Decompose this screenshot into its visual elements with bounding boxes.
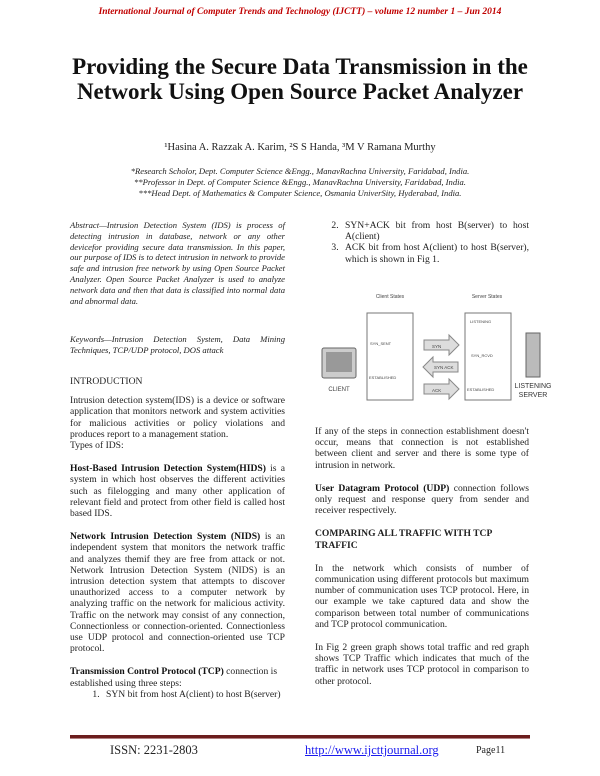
step-3: ACK bit from host A(client) to host B(se… [341, 242, 529, 264]
client-label: CLIENT [328, 387, 350, 393]
udp-text: connection follows only request and resp… [315, 482, 529, 517]
affiliation: *Research Scholor, Dept. Computer Scienc… [130, 166, 470, 176]
abstract: Abstract—Intrusion Detection System (IDS… [70, 220, 285, 306]
synack-arrow [422, 355, 459, 379]
client-screen-icon [326, 352, 352, 372]
nids-text: is an independent system that monitors t… [70, 531, 285, 655]
fig2-paragraph: In Fig 2 green graph shows total traffic… [315, 642, 529, 687]
tcp-handshake-figure: Client States Server States SYN_SENT EST… [321, 294, 552, 401]
syn-rcvd-label: SYN_RCVD [471, 353, 493, 358]
left-column: Abstract—Intrusion Detection System (IDS… [70, 220, 285, 700]
affiliation: ***Head Dept. of Mathematics & Computer … [138, 188, 462, 198]
syn-arrow [423, 333, 460, 357]
client-established-label: ESTABLISHED [369, 375, 396, 380]
synack-arrow-label: SYN ACK [434, 365, 454, 370]
intro-text: Intrusion detection system(IDS) is a dev… [70, 395, 285, 440]
affiliations: *Research Scholor, Dept. Computer Scienc… [0, 166, 600, 199]
step-2: SYN+ACK bit from host B(server) to host … [341, 220, 529, 242]
journal-header: International Journal of Computer Trends… [98, 7, 502, 17]
hids-text: is a system in which host observes the d… [70, 463, 285, 519]
hids-paragraph: Host-Based Intrusion Detection System(HI… [70, 463, 285, 519]
journal-link[interactable]: http://www.ijcttjournal.org [305, 743, 439, 757]
right-column: SYN+ACK bit from host B(server) to host … [313, 220, 529, 265]
affiliation: **Professor in Dept. of Computer Science… [134, 177, 466, 187]
server-established-label: ESTABLISHED [467, 387, 494, 392]
udp-paragraph: User Datagram Protocol (UDP) connection … [315, 483, 529, 517]
server-label-1: LISTENING [515, 383, 552, 390]
udp-term: User Datagram Protocol (UDP) [315, 482, 450, 494]
client-states-label: Client States [376, 294, 405, 300]
server-tower-icon [525, 332, 541, 378]
keywords: Keywords—Intrusion Detection System, Dat… [70, 334, 285, 356]
paper-title: Providing the Secure Data Transmission i… [72, 54, 528, 104]
tcp-text: connection is established using three st… [70, 666, 278, 689]
listening-label: LISTENING [470, 319, 491, 324]
tcp-paragraph: Transmission Control Protocol (TCP) conn… [70, 666, 285, 688]
syn-sent-label: SYN_SENT [370, 341, 392, 346]
authors: ¹Hasina A. Razzak A. Karim, ²S S Handa, … [164, 142, 436, 153]
right-column-lower: If any of the steps in connection establ… [315, 426, 529, 687]
server-label-2: SERVER [519, 392, 548, 399]
client-states-box [366, 312, 414, 401]
nids-term: Network Intrusion Detection System (NIDS… [70, 531, 261, 543]
section-heading: COMPARING ALL TRAFFIC WITH TCP TRAFFIC [315, 528, 492, 551]
network-paragraph: In the network which consists of number … [315, 562, 529, 630]
footer-rule [70, 735, 530, 739]
syn-arrow-label: SYN [432, 344, 441, 349]
intrusion-paragraph: If any of the steps in connection establ… [315, 426, 529, 471]
server-states-label: Server States [472, 294, 503, 300]
types-text: Types of IDS: [70, 439, 124, 451]
ack-arrow-label: ACK [432, 388, 441, 393]
intro-heading: INTRODUCTION [70, 375, 143, 387]
ack-arrow [423, 377, 460, 401]
hids-term: Host-Based Intrusion Detection System(HI… [70, 463, 266, 475]
page-number: Page11 [476, 745, 506, 756]
server-states-box [464, 312, 512, 401]
tcp-term: Transmission Control Protocol (TCP) [70, 666, 224, 678]
step-1: SYN bit from host A(client) to host B(se… [102, 689, 285, 700]
issn: ISSN: 2231-2803 [110, 743, 198, 757]
nids-paragraph: Network Intrusion Detection System (NIDS… [70, 531, 285, 654]
